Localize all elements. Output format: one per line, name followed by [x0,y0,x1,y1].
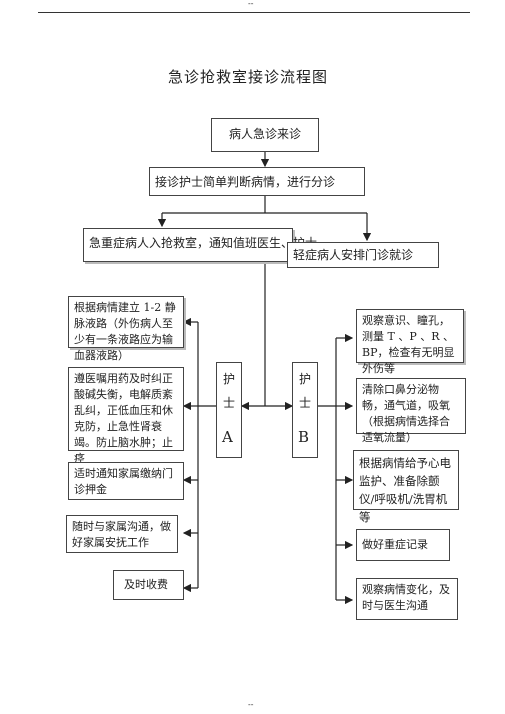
footer-mark: -- [248,700,254,709]
nurse-b-label-bottom: B [298,428,310,446]
nurse-a-label-mid: 士 [223,396,236,410]
node-triage-label: 接诊护士简单判断病情，进行分诊 [155,175,336,189]
node-fees: 及时收费 [113,570,184,600]
nurse-a-label-bottom: A [222,428,233,446]
node-fees-label: 及时收费 [124,578,168,591]
node-triage: 接诊护士简单判断病情，进行分诊 [149,167,365,196]
nurse-a-label-top: 护 [223,372,236,386]
node-iv-access: 根据病情建立 1-2 静脉液路（外伤病人至少有一条液路应为输血器液路） [68,296,184,362]
node-monitor: 根据病情给予心电监护、准备除颤仪/呼吸机/洗胃机等 [353,450,459,524]
node-observe-changes: 观察病情变化，及时与医生沟通 [356,578,458,620]
node-patient-arrives-label: 病人急诊来诊 [228,127,301,141]
node-observe-vitals: 观察意识、瞳孔，测量 T 、P 、R 、BP，检查有无明显外伤等 [356,309,464,375]
page-title: 急诊抢救室接诊流程图 [168,68,329,86]
node-family-label: 随时与家属沟通，做好家属安抚工作 [72,520,171,549]
node-deposit: 适时通知家属缴纳门诊押金 [68,462,184,500]
node-airway: 清除口鼻分泌物畅，通气道，吸氧（根据病情选择合适氧流量） [356,378,466,444]
header-rule [38,12,470,13]
node-observe-vitals-label: 观察意识、瞳孔，测量 T 、P 、R 、BP，检查有无明显外伤等 [362,314,455,375]
nurse-b-label-mid: 士 [299,396,312,410]
node-iv-access-label: 根据病情建立 1-2 静脉液路（外伤病人至少有一条液路应为输血器液路） [74,301,176,362]
node-mild-label: 轻症病人安排门诊就诊 [293,248,414,262]
node-patient-arrives: 病人急诊来诊 [211,118,319,152]
node-medication-label: 遵医嘱用药及时纠正酸碱失衡，电解质紊乱纠，正低血压和休克防，止急性肾衰竭。防止脑… [74,372,173,465]
node-monitor-label: 根据病情给予心电监护、准备除颤仪/呼吸机/洗胃机等 [359,456,451,524]
header-mark: -- [248,0,254,8]
nurse-b-label-top: 护 [299,372,312,386]
node-record-label: 做好重症记录 [362,538,428,551]
node-family: 随时与家属沟通，做好家属安抚工作 [66,515,178,553]
node-nurse-a: 护 士 A [216,362,242,458]
node-airway-label: 清除口鼻分泌物畅，通气道，吸氧（根据病情选择合适氧流量） [362,383,450,444]
node-record: 做好重症记录 [356,529,450,561]
node-medication: 遵医嘱用药及时纠正酸碱失衡，电解质紊乱纠，正低血压和休克防，止急性肾衰竭。防止脑… [68,367,184,465]
node-nurse-b: 护 士 B [292,362,318,458]
node-observe-changes-label: 观察病情变化，及时与医生沟通 [362,583,450,612]
node-critical-label: 急重症病人入抢救室，通知值班医生、护士 [89,236,318,250]
node-mild: 轻症病人安排门诊就诊 [287,242,439,268]
node-deposit-label: 适时通知家属缴纳门诊押金 [74,467,173,496]
node-critical: 急重症病人入抢救室，通知值班医生、护士 [83,228,317,262]
